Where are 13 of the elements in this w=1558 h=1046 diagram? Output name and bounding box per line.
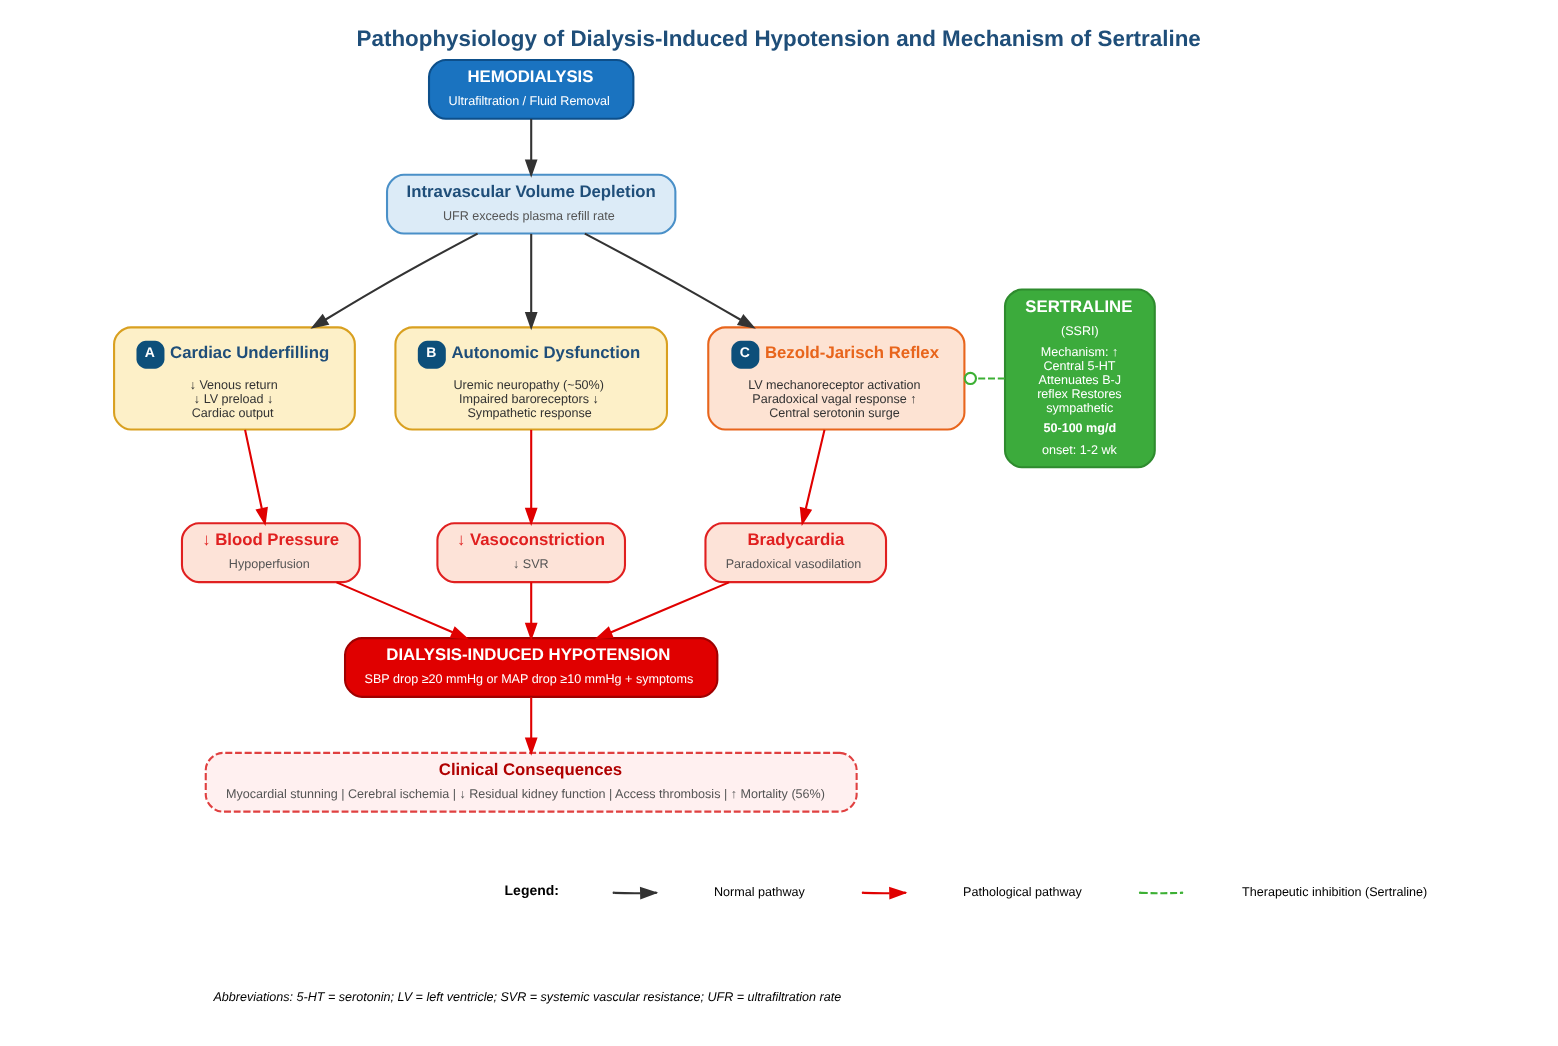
arrow — [593, 580, 729, 639]
arrow — [335, 580, 468, 639]
arrow — [798, 428, 825, 525]
arrow — [243, 428, 267, 525]
arrow — [309, 231, 478, 328]
arrow — [523, 696, 537, 755]
arrow — [523, 118, 537, 177]
arrow — [523, 428, 537, 525]
arrow — [523, 581, 537, 640]
arrow — [583, 231, 755, 328]
arrow — [523, 232, 537, 330]
connector — [962, 370, 1004, 385]
diagram-title: Pathophysiology of Dialysis-Induced Hypotension and Mechanism of Sertraline — [355, 26, 1200, 51]
